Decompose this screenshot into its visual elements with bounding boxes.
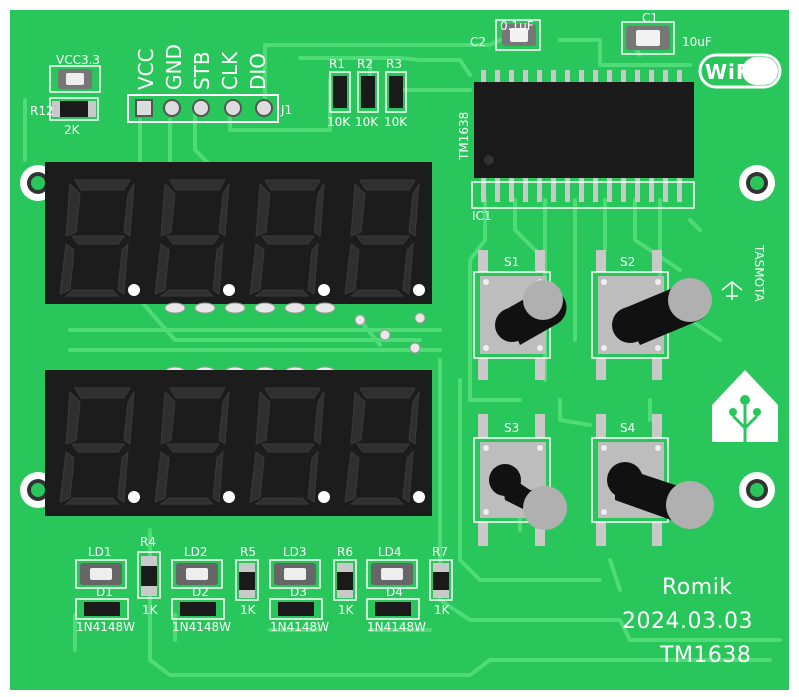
header-pin-label-gnd: GND — [162, 44, 186, 90]
r3-ref: R3 — [386, 57, 402, 71]
r7-value: 1K — [434, 603, 451, 617]
r6-ref: R6 — [337, 545, 353, 559]
d4-ref: D4 — [386, 585, 403, 599]
r4-value: 1K — [142, 603, 159, 617]
header-pin-label-stb: STB — [190, 51, 214, 90]
led-group-3: LD3 R6 1K D3 1N4148W — [269, 545, 357, 634]
home-assistant-icon — [712, 370, 778, 442]
s1-ref: S1 — [504, 255, 519, 269]
r3-value: 10K — [384, 115, 408, 129]
r6-value: 1K — [338, 603, 355, 617]
d3-value: 1N4148W — [270, 620, 329, 634]
display-top — [45, 162, 432, 304]
capacitors: C2 0.1uF C1 10uF — [470, 11, 712, 55]
power-indicator: VCC3.3 R12 2K — [30, 53, 101, 137]
r4-ref: R4 — [140, 535, 156, 549]
ic-label: TM1638 — [457, 112, 471, 161]
resistors-top: R1 R2 R3 10K 10K 10K — [327, 57, 408, 129]
led-group-2: LD2 R5 1K D2 1N4148W — [171, 545, 259, 634]
s4-ref: S4 — [620, 421, 635, 435]
ic-ref: IC1 — [472, 209, 492, 223]
d2-ref: D2 — [192, 585, 209, 599]
wifi-logo-icon: WiFi — [698, 53, 782, 89]
d4-value: 1N4148W — [367, 620, 426, 634]
r12-ref: R12 — [30, 104, 54, 118]
c2-ref: C2 — [470, 35, 486, 49]
ld2-ref: LD2 — [184, 545, 208, 559]
r2-ref: R2 — [357, 57, 373, 71]
button-s3[interactable]: S3 — [473, 414, 567, 546]
r5-ref: R5 — [240, 545, 256, 559]
r1-ref: R1 — [329, 57, 345, 71]
ld3-ref: LD3 — [283, 545, 307, 559]
led-group-1: LD1 R4 1K D1 1N4148W — [75, 535, 161, 634]
credits: Romik 2024.03.03 TM1638 — [622, 575, 753, 668]
led-group-4: LD4 R7 1K D4 1N4148W — [366, 545, 453, 634]
button-s4[interactable]: S4 — [591, 414, 714, 546]
r7-ref: R7 — [432, 545, 448, 559]
r12-value: 2K — [64, 123, 81, 137]
header-pin-label-vcc: VCC — [134, 48, 158, 90]
ld1-ref: LD1 — [88, 545, 112, 559]
wifi-label: WiFi — [705, 60, 758, 84]
d1-ref: D1 — [96, 585, 113, 599]
ld4-ref: LD4 — [378, 545, 402, 559]
r2-value: 10K — [355, 115, 379, 129]
r5-value: 1K — [240, 603, 257, 617]
r1-value: 10K — [327, 115, 351, 129]
digits-top — [59, 179, 420, 297]
credit-date: 2024.03.03 — [622, 609, 753, 634]
display-bottom — [45, 370, 432, 516]
s3-ref: S3 — [504, 421, 519, 435]
header-j1: VCC GND STB CLK DIO J1 — [127, 44, 292, 123]
credit-author: Romik — [662, 575, 733, 600]
c1-value: 10uF — [682, 35, 712, 49]
tasmota-logo-icon: TASMOTA — [721, 244, 766, 302]
c2-value: 0.1uF — [500, 19, 534, 33]
button-s1[interactable]: S1 — [473, 250, 567, 380]
power-led-label: VCC3.3 — [56, 53, 100, 67]
header-pin-label-dio: DIO — [246, 53, 270, 90]
d2-value: 1N4148W — [172, 620, 231, 634]
digits-bottom — [59, 387, 420, 505]
d3-ref: D3 — [290, 585, 307, 599]
tasmota-label: TASMOTA — [752, 244, 766, 302]
ic-tm1638: TM1638 IC1 — [457, 70, 695, 223]
d1-value: 1N4148W — [76, 620, 135, 634]
s2-ref: S2 — [620, 255, 635, 269]
credit-chip: TM1638 — [659, 643, 751, 668]
header-ref: J1 — [280, 103, 292, 117]
header-pin-label-clk: CLK — [218, 51, 242, 90]
button-s2[interactable]: S2 — [591, 250, 712, 380]
c1-ref: C1 — [642, 11, 658, 25]
